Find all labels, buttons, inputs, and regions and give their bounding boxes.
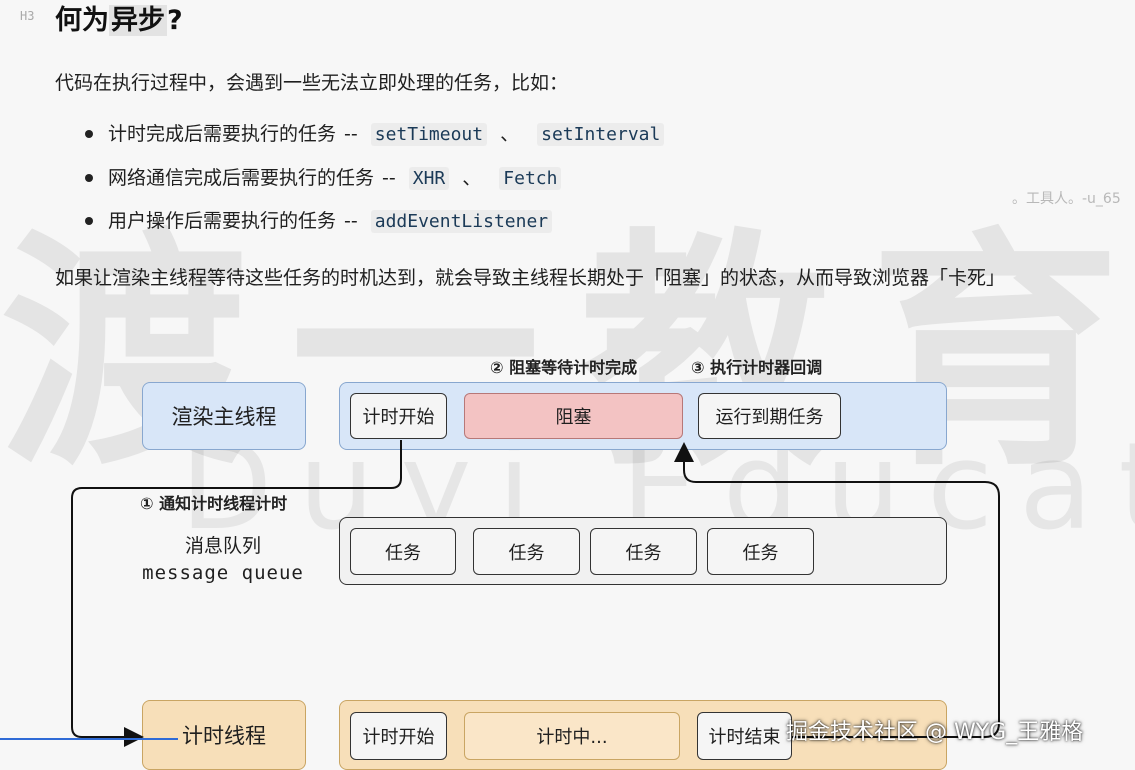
list-separator: 、 — [500, 123, 520, 145]
arrow-callback — [674, 442, 1000, 738]
blocking-chip: 阻塞 — [464, 393, 683, 439]
timing-chip: 计时中... — [464, 712, 680, 760]
progress-indicator-line — [0, 738, 178, 740]
message-queue-label-cn: 消息队列 — [184, 535, 261, 557]
code-fetch: Fetch — [499, 166, 562, 190]
queue-task-chip: 任务 — [590, 528, 697, 575]
task-list: 计时完成后需要执行的任务 -- setTimeout 、 setInterval 网络通… — [83, 117, 665, 248]
list-item: 用户操作后需要执行的任务 -- addEventListener — [83, 204, 664, 248]
step2-label: ② 阻塞等待计时完成 — [490, 358, 638, 377]
list-item-text: 网络通信完成后需要执行的任务 — [108, 166, 375, 189]
list-item-text: 用户操作后需要执行的任务 — [108, 210, 337, 232]
blocking-paragraph: 如果让渲染主线程等待这些任务的时机达到，就会导致主线程长期处于「阻塞」的状态，从… — [55, 267, 1006, 289]
message-queue-label-en: message queue — [142, 562, 304, 584]
code-setinterval: setInterval — [537, 123, 665, 146]
main-thread-label: 渲染主线程 — [142, 382, 306, 450]
title-suffix: ? — [167, 5, 183, 36]
timer-end-chip: 计时结束 — [697, 712, 792, 760]
step1-label: ① 通知计时线程计时 — [140, 494, 288, 513]
run-due-task-chip: 运行到期任务 — [698, 393, 841, 439]
heading-level-tag: H3 — [20, 9, 35, 23]
title-highlight: 异步 — [109, 5, 167, 36]
code-addeventlistener: addEventListener — [370, 210, 553, 233]
queue-task-chip: 任务 — [350, 528, 456, 575]
list-item-dash: -- — [382, 166, 396, 189]
page-title: 何为异步? — [55, 0, 183, 37]
list-item: 网络通信完成后需要执行的任务 -- XHR 、 Fetch — [83, 161, 664, 205]
arrow-notify-timer — [71, 440, 402, 747]
side-note: 。工具人。-u_65 — [1012, 191, 1121, 207]
queue-task-chip: 任务 — [473, 528, 580, 575]
queue-task-chip: 任务 — [707, 528, 814, 575]
main-timer-start-chip: 计时开始 — [350, 393, 447, 439]
footer-watermark: 掘金技术社区 @ WYG_王雅格 — [786, 720, 1084, 745]
title-prefix: 何为 — [55, 5, 109, 36]
code-settimeout: setTimeout — [370, 123, 488, 146]
list-separator: 、 — [462, 166, 482, 189]
list-item: 计时完成后需要执行的任务 -- setTimeout 、 setInterval — [83, 117, 665, 161]
timer-start-chip: 计时开始 — [350, 712, 447, 760]
step3-label: ③ 执行计时器回调 — [691, 358, 823, 377]
code-xhr: XHR — [408, 166, 450, 190]
list-item-text: 计时完成后需要执行的任务 — [108, 123, 337, 145]
intro-text: 代码在执行过程中，会遇到一些无法立即处理的任务，比如： — [55, 72, 569, 94]
list-item-dash: -- — [344, 123, 358, 145]
message-queue-label: 消息队列 message queue — [130, 533, 316, 587]
timer-thread-label: 计时线程 — [142, 700, 306, 770]
list-item-dash: -- — [344, 210, 358, 232]
